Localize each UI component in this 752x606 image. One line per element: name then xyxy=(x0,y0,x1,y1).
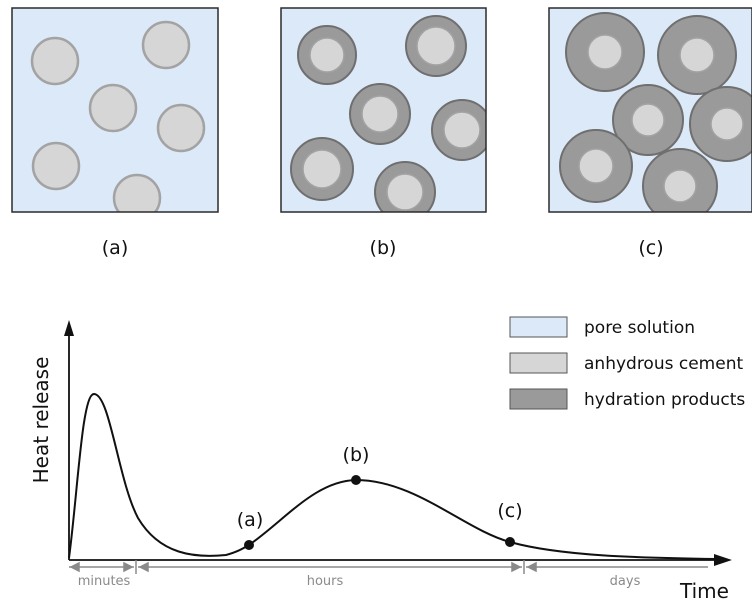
curve-point-label-b: (b) xyxy=(343,444,370,466)
panel-caption: (a) xyxy=(102,237,128,259)
legend-swatch-pore-solution xyxy=(509,316,568,338)
cement-grain xyxy=(156,103,206,153)
legend-label: hydration products xyxy=(584,390,745,410)
y-axis-arrow xyxy=(64,320,74,336)
time-scale-label-days: days xyxy=(610,574,641,589)
cement-core xyxy=(679,37,715,73)
curve-point-label-c: (c) xyxy=(497,500,522,522)
time-scale-label-hours: hours xyxy=(307,574,344,589)
heat-release-plot: Heat release Time minutes hours days (a)… xyxy=(29,320,732,603)
bracket-arrow xyxy=(511,561,522,573)
heat-release-curve xyxy=(68,392,717,560)
cement-grain xyxy=(30,36,80,86)
cement-core xyxy=(663,169,697,203)
panel-caption: (b) xyxy=(370,237,397,259)
legend: pore solution anhydrous cement hydration… xyxy=(509,316,745,410)
cement-core xyxy=(386,173,424,211)
curve-point-a xyxy=(244,540,254,550)
panel-frame xyxy=(548,7,752,213)
time-scale-brackets xyxy=(69,560,708,574)
cement-grain xyxy=(112,173,162,212)
bracket-arrow xyxy=(526,561,537,573)
cement-core xyxy=(631,103,665,137)
bracket-arrow xyxy=(69,561,80,573)
legend-swatch-hydration-products xyxy=(509,388,568,410)
x-axis-arrow xyxy=(714,554,732,566)
cement-grain xyxy=(31,141,81,191)
curve-point-label-a: (a) xyxy=(237,509,263,531)
legend-label: pore solution xyxy=(584,318,695,338)
bracket-arrow xyxy=(138,561,149,573)
cement-core xyxy=(302,149,342,189)
panel-caption: (c) xyxy=(638,237,663,259)
cement-core xyxy=(309,37,345,73)
panel-frame xyxy=(280,7,487,213)
cement-grain xyxy=(88,83,138,133)
cement-grain xyxy=(141,20,191,70)
panel-c: (c) xyxy=(548,7,752,259)
legend-swatch-anhydrous-cement xyxy=(509,352,568,374)
cement-core xyxy=(587,34,623,70)
cement-core xyxy=(443,111,481,149)
panel-frame xyxy=(11,7,219,213)
cement-core xyxy=(416,26,456,66)
time-scale-label-minutes: minutes xyxy=(78,574,131,589)
panel-b: (b) xyxy=(280,7,487,259)
cement-core xyxy=(710,107,744,141)
y-axis-label: Heat release xyxy=(29,357,53,484)
cement-core xyxy=(578,148,614,184)
bracket-arrow xyxy=(123,561,134,573)
curve-point-b xyxy=(351,475,361,485)
curve-point-c xyxy=(505,537,515,547)
x-axis-label: Time xyxy=(679,579,729,602)
cement-core xyxy=(361,95,399,133)
legend-label: anhydrous cement xyxy=(584,354,743,374)
panel-a: (a) xyxy=(11,7,219,259)
